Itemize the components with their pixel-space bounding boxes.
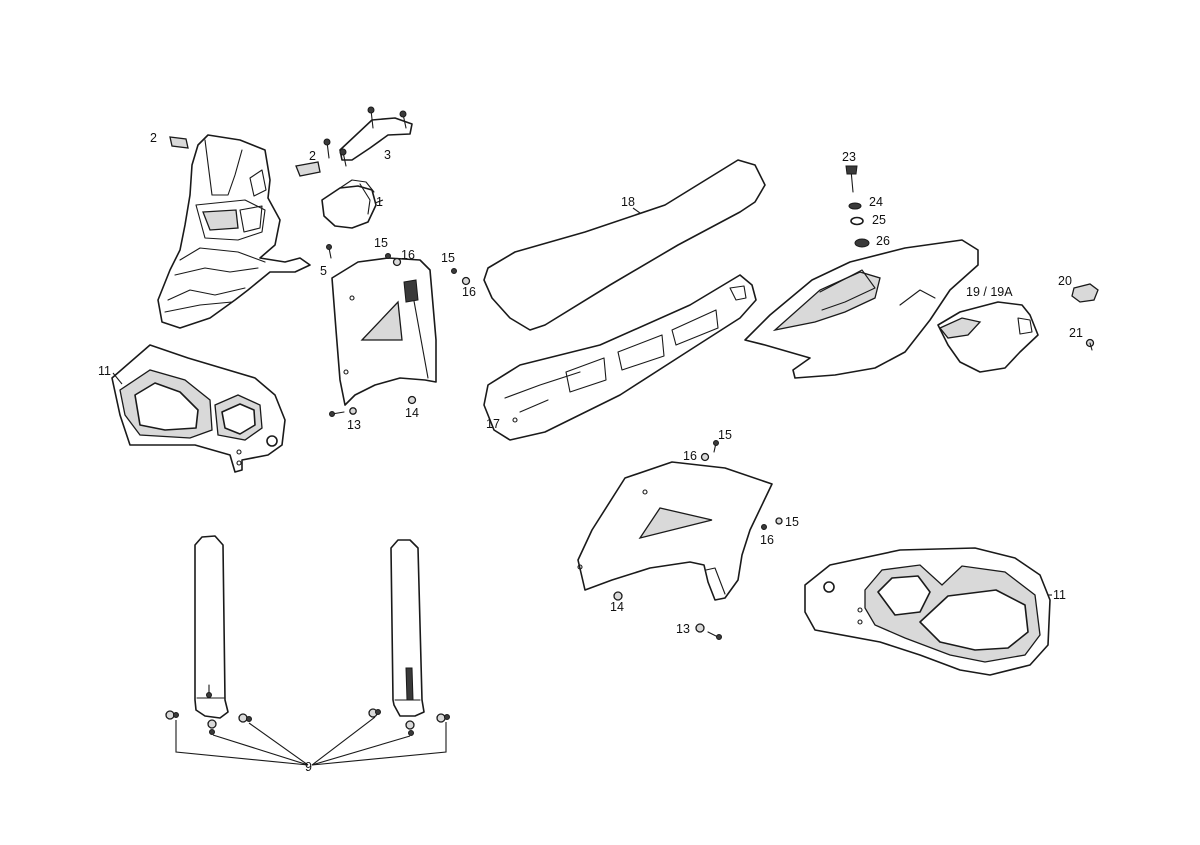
callout-23: 23 (842, 150, 856, 164)
callout-2-left: 2 (150, 131, 157, 145)
callout-3: 3 (384, 148, 391, 162)
rear-fender-side-piece[interactable] (937, 301, 1039, 373)
fastener-13-14-shroud-left[interactable] (329, 395, 417, 417)
side-panel-left[interactable] (111, 344, 286, 473)
callout-20: 20 (1058, 274, 1072, 288)
rear-fender-fasteners[interactable] (845, 165, 870, 248)
seat[interactable] (483, 159, 766, 331)
callout-1: 1 (376, 195, 383, 209)
callout-17: 17 (486, 417, 500, 431)
callout-18: 18 (621, 195, 635, 209)
reflector-clip[interactable] (169, 136, 189, 149)
fastener-13-shroud-right[interactable] (695, 623, 722, 640)
callout-21: 21 (1069, 326, 1083, 340)
callout-16-b: 16 (462, 285, 476, 299)
callout-16-a: 16 (401, 248, 415, 262)
screw-5[interactable] (326, 244, 332, 259)
callout-15-d: 15 (785, 515, 799, 529)
callout-5: 5 (320, 264, 327, 278)
radiator-shroud-left[interactable] (331, 257, 437, 406)
callout-9: 9 (305, 760, 312, 774)
fork-guard-fasteners[interactable] (165, 708, 450, 736)
callout-2-right: 2 (309, 149, 316, 163)
callout-13-b: 13 (676, 622, 690, 636)
headlight-fairing[interactable] (157, 134, 311, 329)
fork-guard-left[interactable] (194, 535, 229, 719)
fastener-15-16-shroud-right-top[interactable] (700, 440, 719, 462)
fastener-15-16-shroud-right-side[interactable] (761, 517, 783, 530)
callout-11-right: 11 (1053, 588, 1066, 602)
radiator-shroud-right[interactable] (577, 461, 773, 601)
callout-15-b: 15 (441, 251, 455, 265)
callout-13-a: 13 (347, 418, 361, 432)
callout-16-d: 16 (760, 533, 774, 547)
rear-fender[interactable] (744, 239, 979, 379)
leader-11-left (112, 372, 123, 385)
fastener-14-shroud-right[interactable] (613, 591, 623, 601)
rear-reflector[interactable] (1071, 283, 1099, 303)
callout-14-b: 14 (610, 600, 624, 614)
leader-1 (374, 199, 384, 204)
callout-16-c: 16 (683, 449, 697, 463)
callout-11-left: 11 (98, 364, 111, 378)
callout-15-c: 15 (718, 428, 732, 442)
headlamp-unit[interactable] (321, 179, 377, 229)
seat-base[interactable] (483, 274, 757, 441)
callout-24: 24 (869, 195, 883, 209)
callout-15-a: 15 (374, 236, 388, 250)
leader-18 (632, 207, 641, 214)
callout-14-a: 14 (405, 406, 419, 420)
callout-25: 25 (872, 213, 886, 227)
side-panel-right[interactable] (804, 547, 1051, 676)
fork-guard-right[interactable] (390, 539, 425, 717)
fastener-15-16-shroud-left[interactable] (385, 253, 402, 267)
callout-19: 19 / 19A (966, 285, 1013, 299)
fastener-15-16-top[interactable] (451, 268, 471, 286)
headlamp-bulb-holder[interactable] (295, 161, 321, 177)
screw-21[interactable] (1085, 338, 1095, 351)
headlamp-bracket[interactable] (323, 106, 413, 167)
callout-26: 26 (876, 234, 890, 248)
leaders-9 (175, 716, 447, 766)
